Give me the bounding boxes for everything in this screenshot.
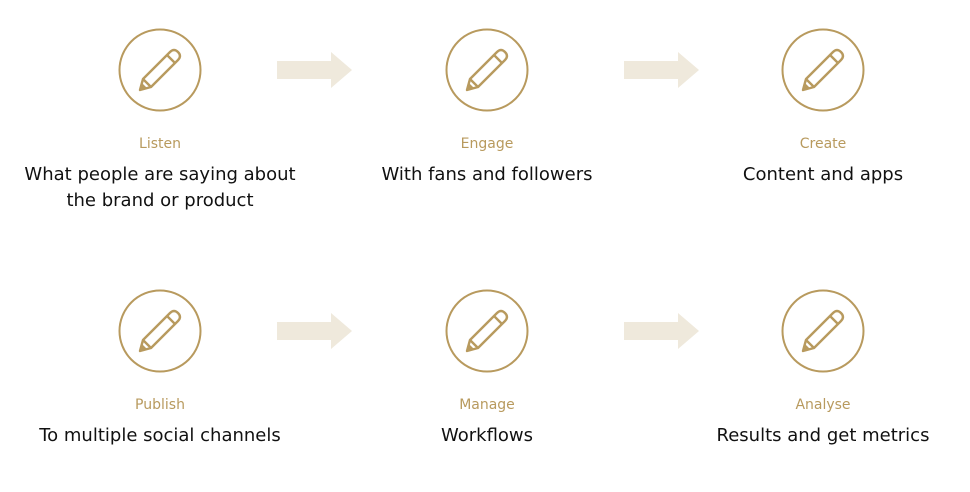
pencil-icon [781,289,865,373]
step-label: Engage [460,136,514,152]
pencil-icon [445,289,529,373]
description-line: With fans and followers [381,164,593,185]
description-line: the brand or product [66,190,254,211]
arrow-right-icon [624,313,699,349]
step-label: Analyse [795,397,851,413]
step-label: Publish [135,397,185,413]
step-label: Listen [139,136,181,152]
description-line: To multiple social channels [39,425,281,446]
pencil-icon [445,28,529,112]
arrow-right-icon [277,52,352,88]
step-label: Manage [459,397,515,413]
description-line: Workflows [440,425,534,446]
arrow-right-icon [277,313,352,349]
step-description: Workflows [327,423,647,449]
step-description: Content and apps [663,162,970,188]
step-description: With fans and followers [327,162,647,188]
pencil-icon [781,28,865,112]
description-line: Content and apps [742,164,904,185]
description-line: What people are saying about [24,164,296,185]
step-description: What people are saying about the brand or… [0,162,320,214]
step-description: To multiple social channels [0,423,320,449]
arrow-right-icon [624,52,699,88]
step-description: Results and get metrics [663,423,970,449]
description-line: Results and get metrics [716,425,930,446]
step-label: Create [799,136,847,152]
pencil-icon [118,289,202,373]
pencil-icon [118,28,202,112]
